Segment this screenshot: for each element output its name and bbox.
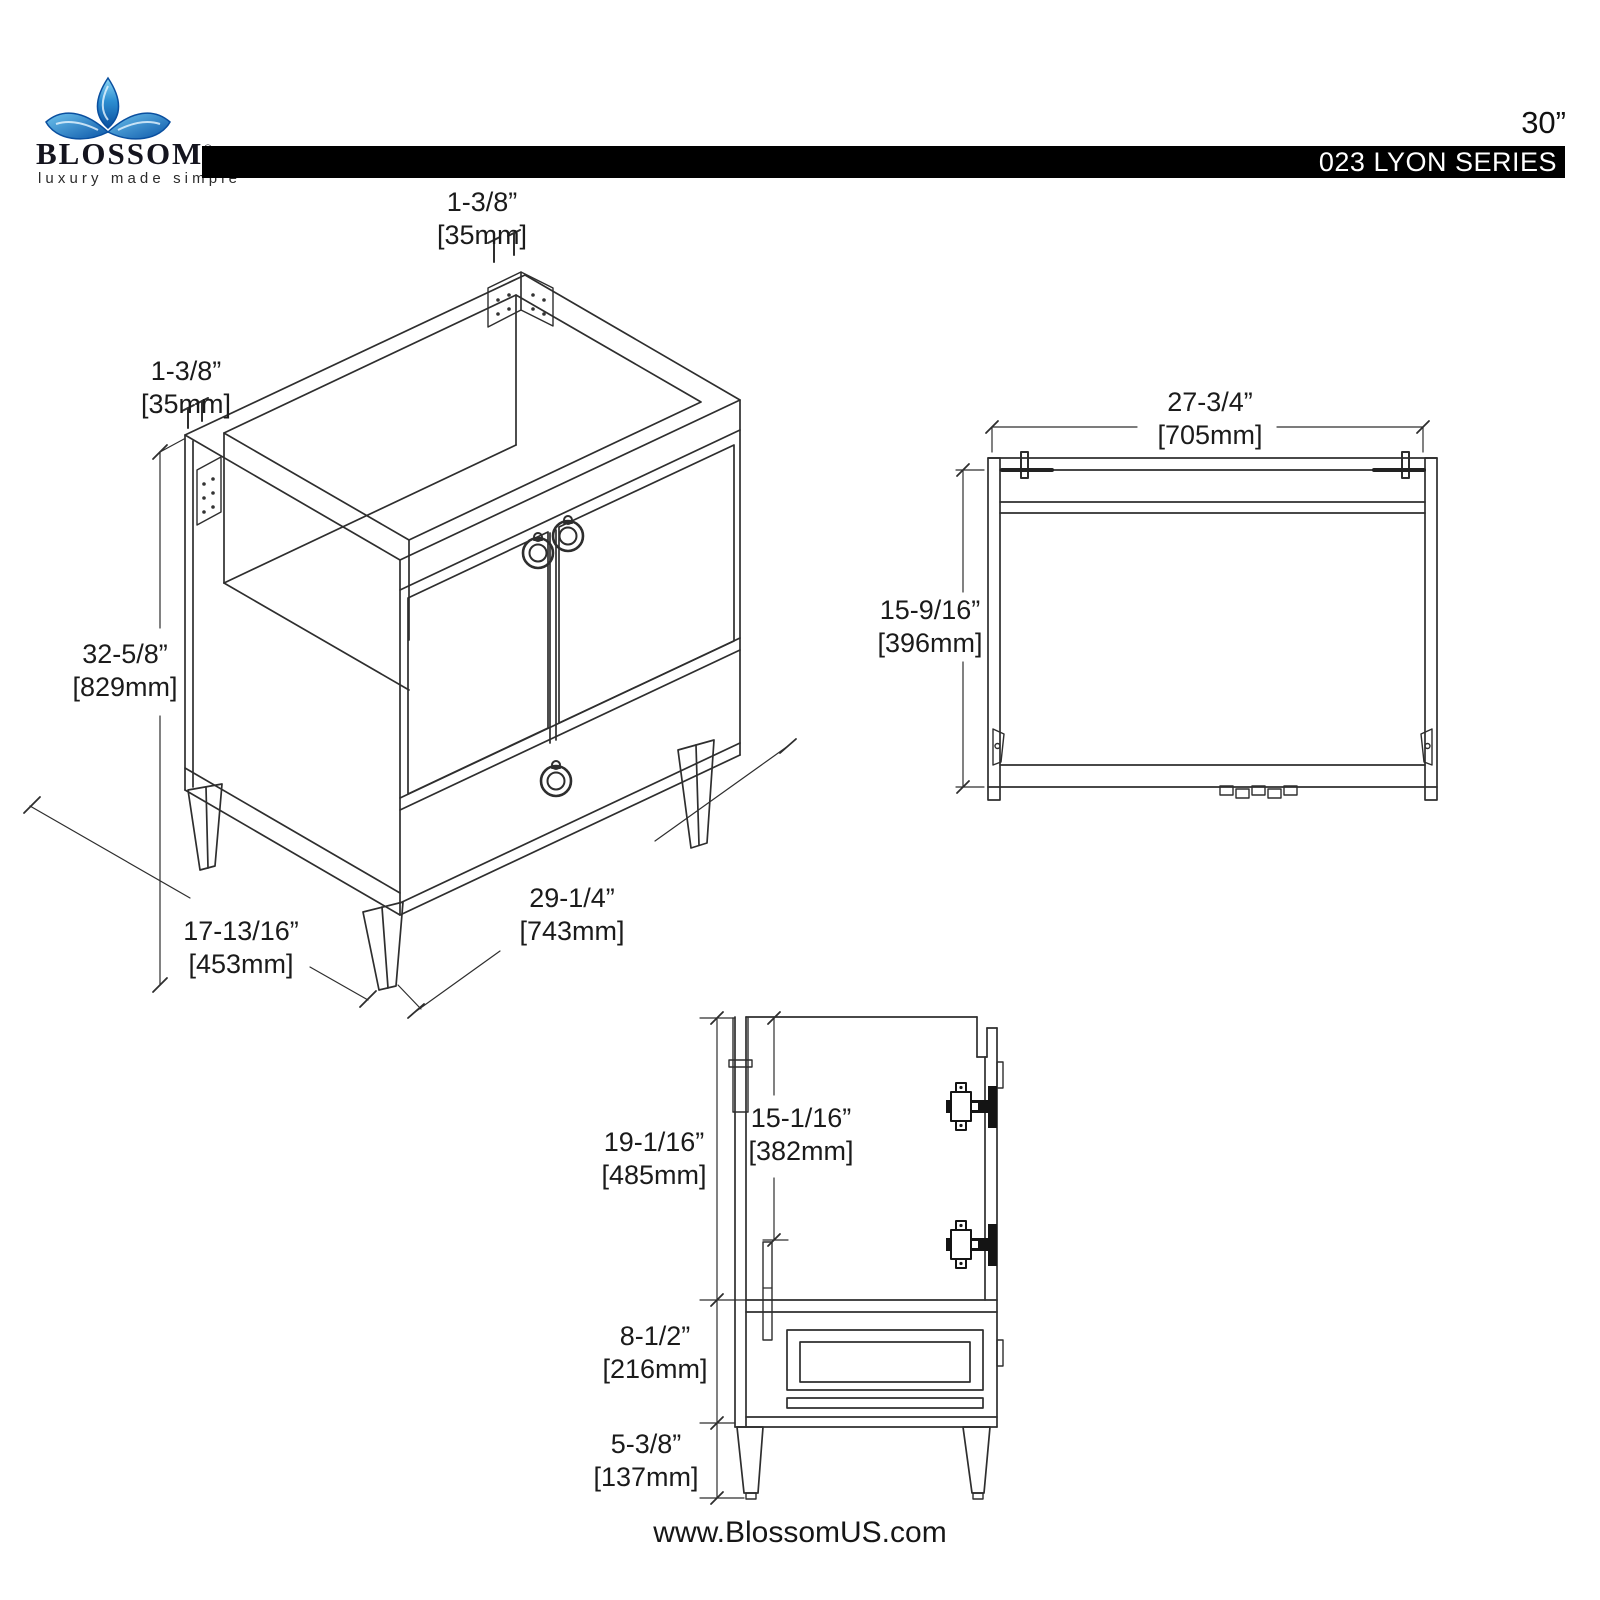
hinge-clips: [1000, 451, 1426, 479]
dim-height-label: 32-5/8”[829mm]: [72, 639, 178, 702]
wall-bracket-back: [487, 229, 554, 328]
dim-width-line: [397, 738, 797, 1019]
dim-top-depth-line: [955, 463, 985, 794]
dim-depth-label: 17-13/16”[453mm]: [183, 916, 299, 979]
dim-side-drawer-label: 8-1/2”[216mm]: [602, 1321, 708, 1384]
dim-bracket-top-label: 1-3/8”[35mm]: [436, 187, 528, 250]
dim-side-inner-label: 15-1/16”[382mm]: [748, 1103, 854, 1166]
header-logo: [0, 70, 220, 190]
dim-height-line: [152, 438, 185, 993]
top-view: [955, 420, 1438, 801]
hinge-strip: [1219, 785, 1298, 799]
brand-tagline: luxury made simple: [38, 170, 242, 187]
dim-bracket-left-label: 1-3/8”[35mm]: [140, 356, 232, 419]
side-legs: [736, 1426, 991, 1500]
dim-top-width-line: [985, 420, 1430, 453]
cabinet-legs: [187, 739, 715, 991]
dim-depth-line: [23, 796, 377, 1008]
dim-width-label: 29-1/4”[743mm]: [519, 883, 625, 946]
dim-side-inner-line: [762, 1011, 789, 1247]
blossom-flower-icon: [45, 76, 171, 140]
dim-side-leg-label: 5-3/8”[137mm]: [593, 1429, 699, 1492]
series-label: 023 LYON SERIES: [1318, 146, 1557, 177]
side-view: [699, 1011, 1004, 1505]
dim-side-door-label: 19-1/16”[485mm]: [601, 1127, 707, 1190]
right-door-ring-pull: [551, 514, 585, 553]
dim-top-depth-label: 15-9/16”[396mm]: [877, 595, 983, 658]
series-banner: 023 LYON SERIES: [202, 146, 1565, 178]
footer-website: www.BlossomUS.com: [653, 1516, 947, 1549]
side-wall-bracket: [728, 1017, 753, 1113]
drawer-profile: [786, 1329, 984, 1409]
corner-brackets: [992, 728, 1433, 766]
wall-bracket-left: [181, 397, 222, 526]
isometric-view: [23, 229, 797, 1019]
dim-side-chain-line: [699, 1011, 747, 1505]
size-label: 30”: [1521, 105, 1566, 140]
dim-top-width-label: 27-3/4”[705mm]: [1157, 387, 1263, 450]
drawer-ring-pull: [539, 759, 573, 798]
